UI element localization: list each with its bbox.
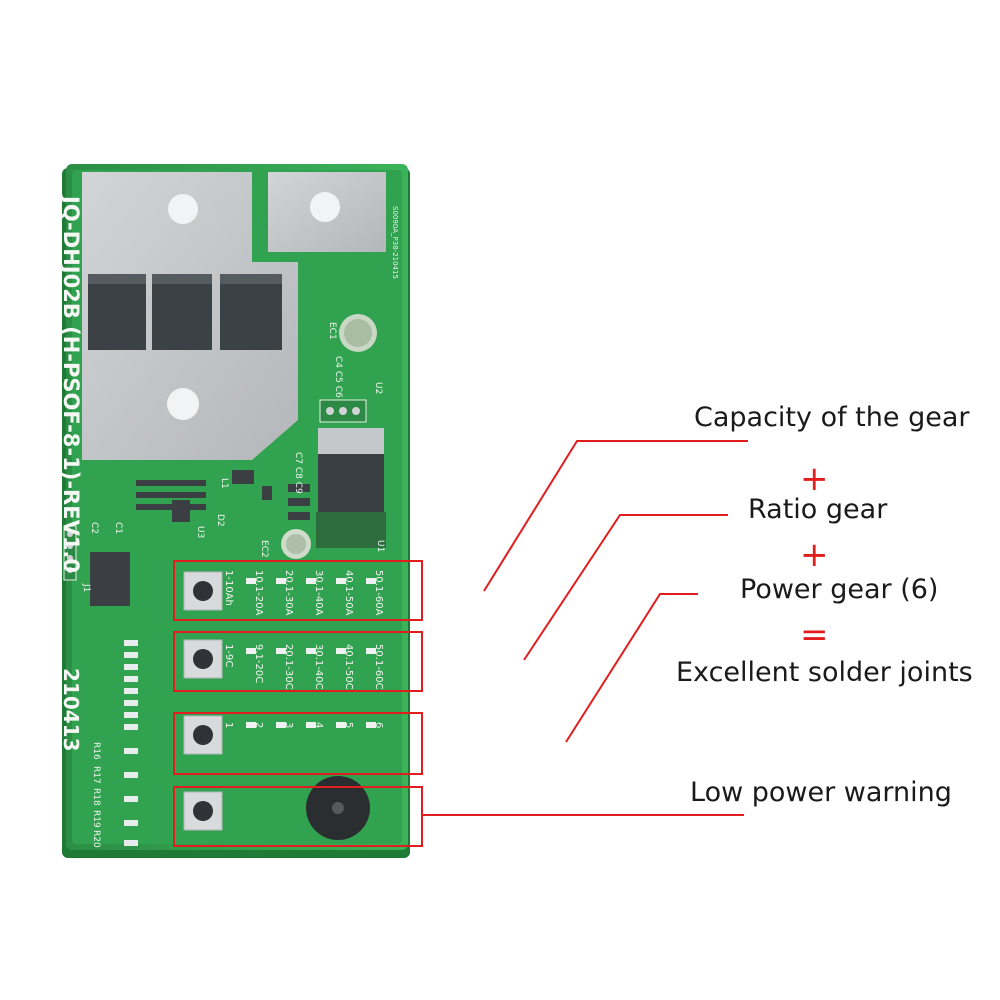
highlight-box-capacity — [173, 560, 423, 621]
leader-line-power — [565, 593, 698, 743]
row2-value: 1-9C — [223, 644, 234, 667]
tact-button[interactable] — [183, 791, 223, 831]
tact-button[interactable] — [183, 571, 223, 611]
row1-value: 20.1-30A — [283, 570, 294, 616]
board-small-code: S0090A_P38-210415 — [391, 206, 399, 279]
capacitor-ec1 — [339, 314, 377, 352]
label-low-power-warning: Low power warning — [690, 777, 952, 808]
row3-value: 5 — [343, 722, 354, 728]
leader-line-ratio — [523, 514, 728, 661]
equals-sign: = — [800, 615, 829, 655]
row3-value: 3 — [283, 722, 294, 728]
row1-value: 30.1-40A — [313, 570, 324, 616]
designator-r17: R17 — [91, 766, 101, 784]
designator-r18: R18 — [91, 788, 101, 806]
tact-button[interactable] — [183, 715, 223, 755]
capacitor-ec2 — [281, 529, 311, 559]
designator-l1: L1 — [219, 478, 229, 489]
designator-c7: C7 C8 C9 — [293, 452, 303, 494]
label-ratio-gear: Ratio gear — [748, 494, 888, 525]
header-j2 — [319, 399, 367, 423]
gear-leds — [246, 578, 376, 728]
designator-c4: C4 C5 C6 — [333, 356, 343, 398]
label-excellent-solder-joints: Excellent solder joints — [676, 657, 973, 688]
mounting-hole — [310, 192, 340, 222]
designator-j1: J1 — [81, 583, 91, 592]
row3-value: 4 — [313, 722, 324, 728]
label-capacity-of-the-gear: Capacity of the gear — [694, 402, 970, 433]
designator-ec2: EC2 — [259, 540, 269, 558]
row1-value: 40.1-50A — [343, 570, 354, 616]
row1-value: 10.1-20A — [253, 570, 264, 616]
designator-u1: U1 — [375, 540, 385, 552]
designator-r16: R16 — [91, 742, 101, 760]
row1-value: 50.1-60A — [373, 570, 384, 616]
row2-value: 9.1-20C — [253, 644, 264, 683]
designator-c1: C1 — [113, 522, 123, 534]
tact-button[interactable] — [183, 639, 223, 679]
row2-value: 20.1-30C — [283, 644, 294, 690]
leader-line-capacity — [483, 440, 748, 592]
board-model-label: JQ-DHJ02B (H-PSOF-8-1)-REV1.0 — [59, 194, 83, 573]
led-column — [124, 640, 138, 846]
row3-value: 6 — [373, 722, 384, 728]
designator-u3: U3 — [195, 526, 205, 538]
row2-value: 30.1-40C — [313, 644, 324, 690]
mounting-hole — [168, 194, 198, 224]
pin-header-j1 — [63, 525, 77, 581]
mounting-hole — [167, 388, 199, 420]
row3-value: 2 — [253, 722, 264, 728]
designator-r19: R19 — [91, 810, 101, 828]
regulator-u1 — [316, 428, 386, 548]
highlight-box-ratio — [173, 631, 423, 692]
row1-value: 1-10Ah — [223, 570, 234, 606]
label-power-gear: Power gear (6) — [740, 574, 939, 605]
highlight-box-warning — [173, 786, 423, 847]
designator-d2: D2 — [215, 514, 225, 527]
board-date-code: 210413 — [59, 668, 83, 752]
row2-value: 40.1-50C — [343, 644, 354, 690]
highlight-box-power — [173, 712, 423, 775]
row3-value: 1 — [223, 722, 234, 728]
row2-value: 50.1-60C — [373, 644, 384, 690]
heatsink-pads — [82, 172, 386, 460]
designator-c2: C2 — [89, 522, 99, 534]
buzzer — [306, 776, 370, 840]
smd-components — [90, 470, 310, 606]
plus-sign-1: + — [800, 459, 829, 499]
designator-ec1: EC1 — [327, 322, 337, 340]
designator-u2: U2 — [373, 382, 383, 394]
plus-sign-2: + — [800, 535, 829, 575]
designator-r20: R20 — [91, 830, 101, 848]
